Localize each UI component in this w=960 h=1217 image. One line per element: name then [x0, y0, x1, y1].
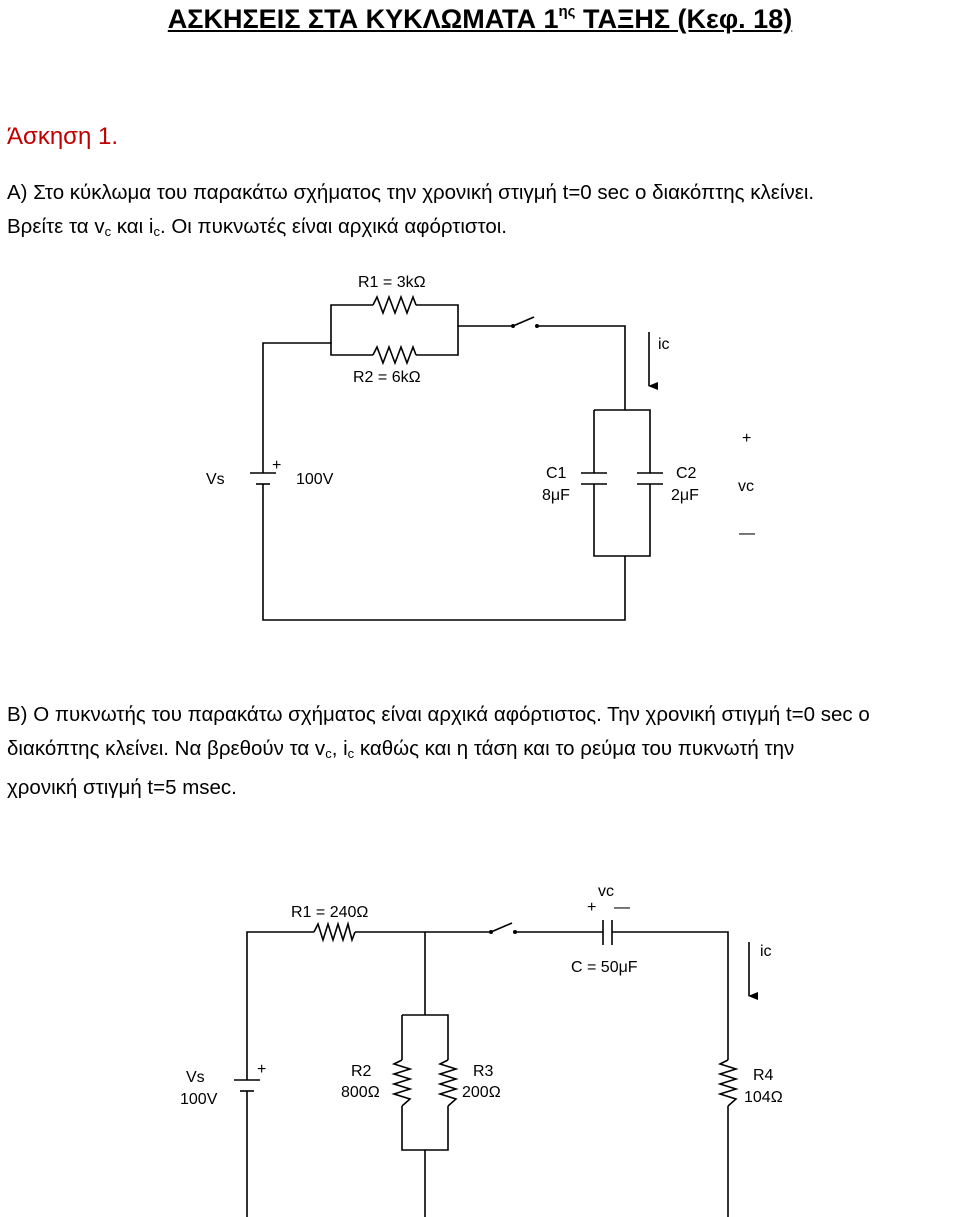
resistor-r4 — [717, 1059, 739, 1107]
wire — [246, 931, 314, 1075]
label-r2: R2 — [351, 1063, 372, 1080]
label-r1: R1 = 3kΩ — [358, 274, 426, 291]
parallel-block — [401, 1014, 449, 1151]
battery-plus: + — [272, 457, 281, 474]
label-r3: R3 — [473, 1063, 494, 1080]
label-vc: vc — [738, 478, 754, 495]
label-vs-value: 100V — [296, 471, 334, 488]
circuit-1: R1 = 3kΩ R2 = 6kΩ ic Vs 100V + C1 8μF C2… — [206, 274, 755, 621]
resistor-r1 — [313, 921, 356, 943]
label-vc: vc — [598, 883, 614, 900]
wire — [262, 492, 626, 621]
resistor-r3 — [437, 1059, 459, 1107]
cap-plus: + — [587, 899, 596, 916]
wire — [330, 343, 373, 356]
label-r4: R4 — [753, 1067, 774, 1084]
capacitor-c — [602, 920, 613, 945]
page-title: ΑΣΚΗΣΕΙΣ ΣΤΑ ΚΥΚΛΩΜΑΤΑ 1ης ΤΑΞΗΣ (Κεφ. 1… — [167, 3, 793, 34]
label-vs-value: 100V — [180, 1091, 218, 1108]
capacitor-c1 — [581, 472, 607, 485]
label-cap: C = 50μF — [571, 959, 638, 976]
resistor-r2 — [372, 344, 417, 366]
switch-2 — [489, 922, 517, 934]
label-r1: R1 = 240Ω — [291, 904, 368, 921]
part-a-text: Α) Στο κύκλωμα του παρακάτω σχήματος την… — [7, 181, 815, 239]
circuit-2: R1 = 240Ω vc + — C = 50μF ic Vs 100V + R… — [180, 883, 783, 1217]
label-ic: ic — [658, 336, 670, 353]
label-c2-value: 2μF — [671, 487, 699, 504]
capacitor-block — [593, 409, 651, 557]
label-c2: C2 — [676, 465, 697, 482]
part-b-text: Β) Ο πυκνωτής του παρακάτω σχήματος είνα… — [7, 703, 870, 799]
switch-1 — [511, 316, 539, 328]
label-c1: C1 — [546, 465, 567, 482]
label-minus: — — [739, 525, 755, 542]
label-ic: ic — [760, 943, 772, 960]
battery-vs-1 — [250, 465, 276, 492]
label-vs: Vs — [186, 1069, 205, 1086]
label-r2-value: 800Ω — [341, 1084, 380, 1101]
label-plus: + — [742, 430, 751, 447]
wire — [538, 325, 626, 410]
exercise-heading: Άσκηση 1. — [7, 123, 119, 150]
battery-plus: + — [257, 1061, 266, 1078]
label-c1-value: 8μF — [542, 487, 570, 504]
resistor-r1 — [372, 294, 417, 316]
label-r3-value: 200Ω — [462, 1084, 501, 1101]
resistor-r2 — [391, 1059, 413, 1107]
label-vs: Vs — [206, 471, 225, 488]
cap-minus: — — [614, 899, 630, 916]
wire — [416, 304, 511, 327]
wire — [612, 931, 729, 1060]
label-r4-value: 104Ω — [744, 1089, 783, 1106]
capacitor-c2 — [637, 472, 663, 485]
wire — [416, 326, 459, 356]
battery-vs-2 — [234, 1075, 260, 1100]
label-r2: R2 = 6kΩ — [353, 369, 421, 386]
